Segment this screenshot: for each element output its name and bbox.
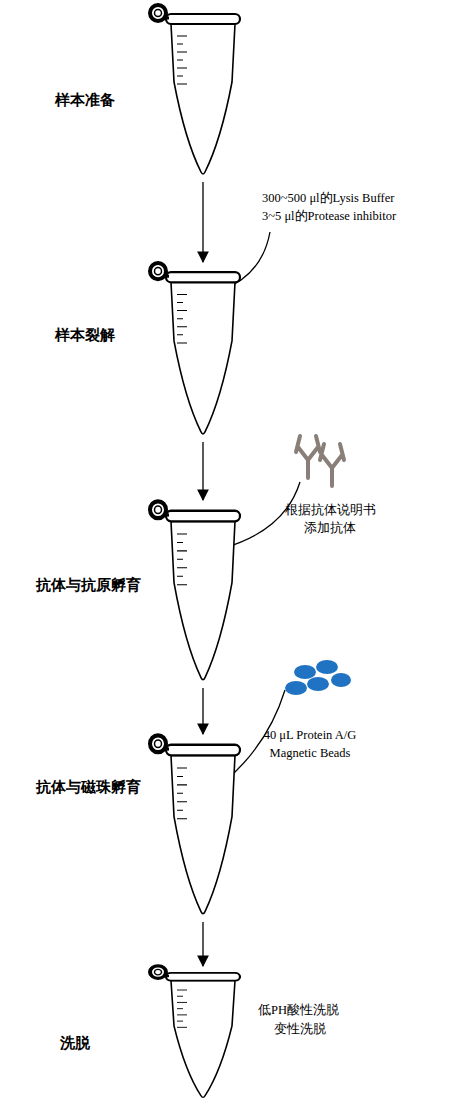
magnetic-beads: [285, 660, 351, 695]
annotation-text: 低PH酸性洗脱: [258, 1003, 339, 1018]
annotation-text: 300~500 μl的Lysis Buffer: [262, 191, 394, 206]
antibody-icon: [296, 436, 344, 486]
annotation-text: 添加抗体: [304, 521, 356, 536]
step-label: 洗脱: [60, 1034, 90, 1052]
step-label: 样本准备: [55, 91, 115, 109]
tube-shape: [147, 496, 247, 686]
flow-arrow: [202, 688, 203, 734]
tube-shape: [147, 258, 247, 440]
tube-step: 抗体与磁珠孵育: [147, 730, 247, 920]
step-label: 抗体与抗原孵育: [36, 576, 141, 594]
annotation-text: 3~5 μl的Protease inhibitor: [262, 209, 396, 224]
tube-shape: [147, 0, 247, 180]
tube-step: 样本裂解: [147, 258, 247, 440]
tube-step: 抗体与抗原孵育: [147, 496, 247, 686]
step-label: 样本裂解: [55, 326, 115, 344]
tube-step: 洗脱: [147, 962, 247, 1102]
tube-shape: [147, 962, 247, 1102]
tube-step: 样本准备: [147, 0, 247, 180]
annotation-text: 变性洗脱: [274, 1022, 326, 1037]
tube-shape: [147, 730, 247, 920]
annotation-text: Magnetic Beads: [270, 746, 351, 761]
flow-arrow: [202, 182, 203, 262]
flow-arrow: [202, 922, 203, 966]
annotation-text: 40 μL Protein A/G: [264, 728, 357, 743]
annotation-text: 根据抗体说明书: [285, 503, 376, 518]
step-label: 抗体与磁珠孵育: [36, 778, 141, 796]
flow-arrow: [202, 442, 203, 500]
